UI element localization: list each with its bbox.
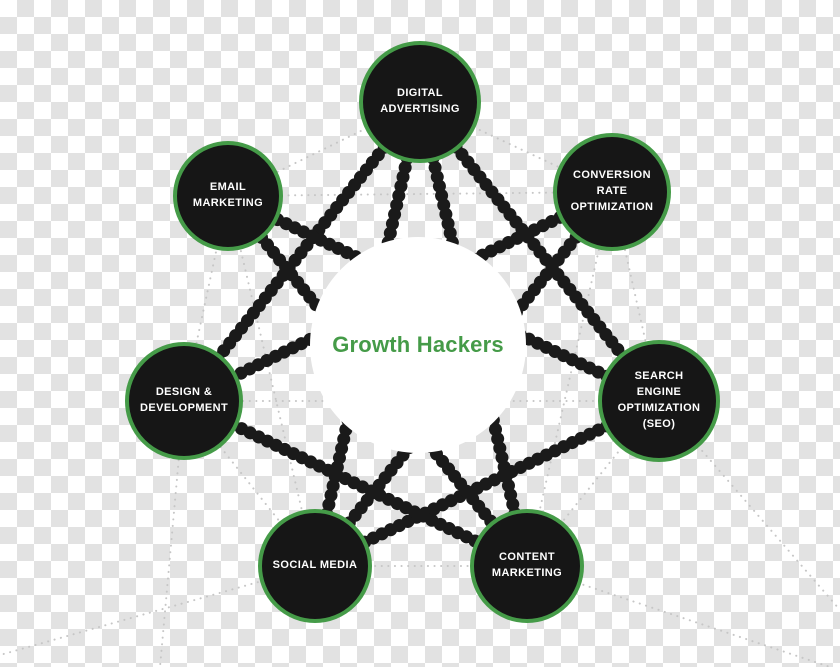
node-label: CONTENT MARKETING	[491, 551, 563, 579]
node-label: EMAIL MARKETING	[192, 181, 264, 209]
node-conversion-rate-optimization: CONVERSION RATE OPTIMIZATION	[553, 133, 671, 251]
node-label: DIGITAL ADVERTISING	[380, 87, 460, 115]
node-design-development: DESIGN & DEVELOPMENT	[125, 342, 243, 460]
node-search-engine-optimization: SEARCH ENGINE OPTIMIZATION (SEO)	[598, 340, 720, 462]
node-email-marketing: EMAIL MARKETING	[173, 141, 283, 251]
node-social-media: SOCIAL MEDIA	[258, 509, 372, 623]
node-label: DESIGN & DEVELOPMENT	[140, 386, 229, 414]
node-label: CONVERSION RATE OPTIMIZATION	[570, 169, 654, 213]
node-label: SEARCH ENGINE OPTIMIZATION (SEO)	[617, 370, 701, 430]
hub-label: Growth Hackers	[332, 332, 504, 357]
hub-growth-hackers: Growth Hackers	[310, 237, 526, 453]
node-label: SOCIAL MEDIA	[272, 559, 358, 572]
node-content-marketing: CONTENT MARKETING	[470, 509, 584, 623]
node-digital-advertising: DIGITAL ADVERTISING	[359, 41, 481, 163]
